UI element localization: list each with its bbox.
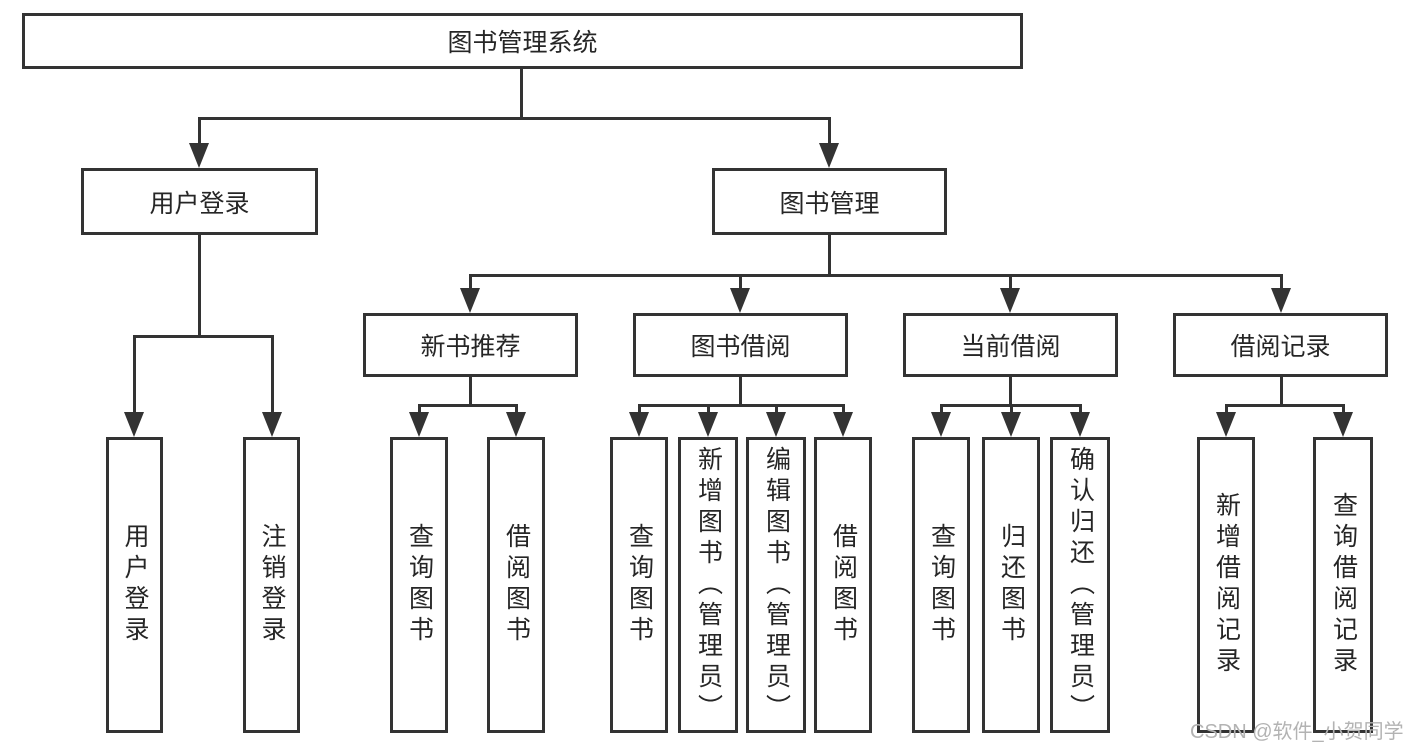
arrowhead-down-icon [460, 288, 480, 313]
node-leaf-query-books-current: 查询图书 [912, 437, 970, 733]
arrowhead-down-icon [1070, 412, 1090, 437]
connector-drop [940, 404, 943, 414]
connector-drop [515, 404, 518, 414]
connector-drop [469, 274, 472, 291]
connector-drop [271, 335, 274, 413]
node-new-book-recommend: 新书推荐 [363, 313, 578, 377]
node-label: 借阅记录 [1230, 333, 1331, 361]
connector-drop [133, 335, 136, 413]
connector-level2-rail [469, 274, 1283, 277]
connector-drop [842, 404, 845, 414]
connector-drop [828, 117, 831, 147]
connector-drop [775, 404, 778, 414]
arrowhead-down-icon [1333, 412, 1353, 437]
node-current-borrowing: 当前借阅 [903, 313, 1118, 377]
node-leaf-add-borrow-record: 新增借阅记录 [1197, 437, 1255, 733]
connector-drop [198, 117, 201, 147]
node-label: 查询借阅记录 [1329, 492, 1358, 678]
node-leaf-query-books-recommend: 查询图书 [390, 437, 448, 733]
arrowhead-down-icon [124, 412, 144, 437]
arrowhead-down-icon [833, 412, 853, 437]
arrowhead-down-icon [506, 412, 526, 437]
node-root: 图书管理系统 [22, 13, 1023, 69]
node-leaf-query-books-borrowing: 查询图书 [610, 437, 668, 733]
node-label: 用户登录 [149, 189, 250, 218]
arrowhead-down-icon [1216, 412, 1236, 437]
node-book-management: 图书管理 [712, 168, 947, 235]
node-leaf-user-login: 用户登录 [106, 437, 163, 733]
connector-group5-rail [1225, 404, 1345, 407]
arrowhead-down-icon [1001, 412, 1021, 437]
connector-drop [1280, 274, 1283, 291]
node-label: 图书借阅 [690, 333, 791, 361]
arrowhead-down-icon [629, 412, 649, 437]
csdn-watermark: CSDN @软件_小贺同学 [1190, 721, 1404, 743]
arrowhead-down-icon [819, 143, 839, 168]
connector-level1-rail [198, 117, 831, 120]
connector-group2-rail [418, 404, 518, 407]
node-label: 用户登录 [121, 523, 149, 647]
node-leaf-borrow-books-recommend: 借阅图书 [487, 437, 545, 733]
node-label: 查询图书 [625, 523, 654, 647]
node-label: 新增图书（管理员） [694, 445, 723, 725]
node-leaf-edit-book-admin: 编辑图书（管理员） [746, 437, 806, 733]
connector-drop [739, 377, 742, 406]
node-label: 新书推荐 [420, 333, 521, 361]
connector-drop [739, 274, 742, 291]
connector-root-drop [520, 69, 523, 120]
connector-drop [1280, 377, 1283, 406]
connector-drop [1010, 404, 1013, 414]
node-label: 图书管理 [779, 189, 880, 218]
node-leaf-confirm-return-admin: 确认归还（管理员） [1050, 437, 1110, 733]
node-label: 归还图书 [997, 523, 1026, 647]
node-leaf-query-borrow-record: 查询借阅记录 [1313, 437, 1373, 733]
node-label: 当前借阅 [960, 333, 1061, 361]
node-label: 确认归还（管理员） [1066, 445, 1095, 725]
node-label: 查询图书 [927, 523, 956, 647]
connector-user-login-drop [198, 235, 201, 335]
connector-drop [1225, 404, 1228, 414]
node-book-borrowing: 图书借阅 [633, 313, 848, 377]
node-leaf-return-book: 归还图书 [982, 437, 1040, 733]
node-leaf-logout: 注销登录 [243, 437, 300, 733]
node-label: 查询图书 [405, 523, 434, 647]
arrowhead-down-icon [262, 412, 282, 437]
node-label: 图书管理系统 [447, 29, 598, 57]
node-label: 编辑图书（管理员） [762, 445, 791, 725]
connector-drop [1079, 404, 1082, 414]
node-leaf-add-book-admin: 新增图书（管理员） [678, 437, 738, 733]
arrowhead-down-icon [1000, 288, 1020, 313]
node-label: 新增借阅记录 [1212, 492, 1241, 678]
arrowhead-down-icon [931, 412, 951, 437]
arrowhead-down-icon [189, 143, 209, 168]
connector-drop [1009, 274, 1012, 291]
node-label: 借阅图书 [829, 523, 858, 647]
arrowhead-down-icon [766, 412, 786, 437]
connector-drop [418, 404, 421, 414]
connector-group3-rail [638, 404, 845, 407]
connector-drop [1342, 404, 1345, 414]
node-label: 注销登录 [258, 523, 286, 647]
arrowhead-down-icon [409, 412, 429, 437]
connector-drop [1009, 377, 1012, 406]
node-leaf-borrow-books-borrowing: 借阅图书 [814, 437, 872, 733]
arrowhead-down-icon [698, 412, 718, 437]
arrowhead-down-icon [1271, 288, 1291, 313]
connector-book-mgmt-drop [828, 235, 831, 276]
arrowhead-down-icon [730, 288, 750, 313]
connector-drop [469, 377, 472, 406]
node-borrowing-records: 借阅记录 [1173, 313, 1388, 377]
connector-drop [638, 404, 641, 414]
node-user-login: 用户登录 [81, 168, 318, 235]
connector-group1-rail [133, 335, 274, 338]
node-label: 借阅图书 [502, 523, 531, 647]
connector-drop [707, 404, 710, 414]
